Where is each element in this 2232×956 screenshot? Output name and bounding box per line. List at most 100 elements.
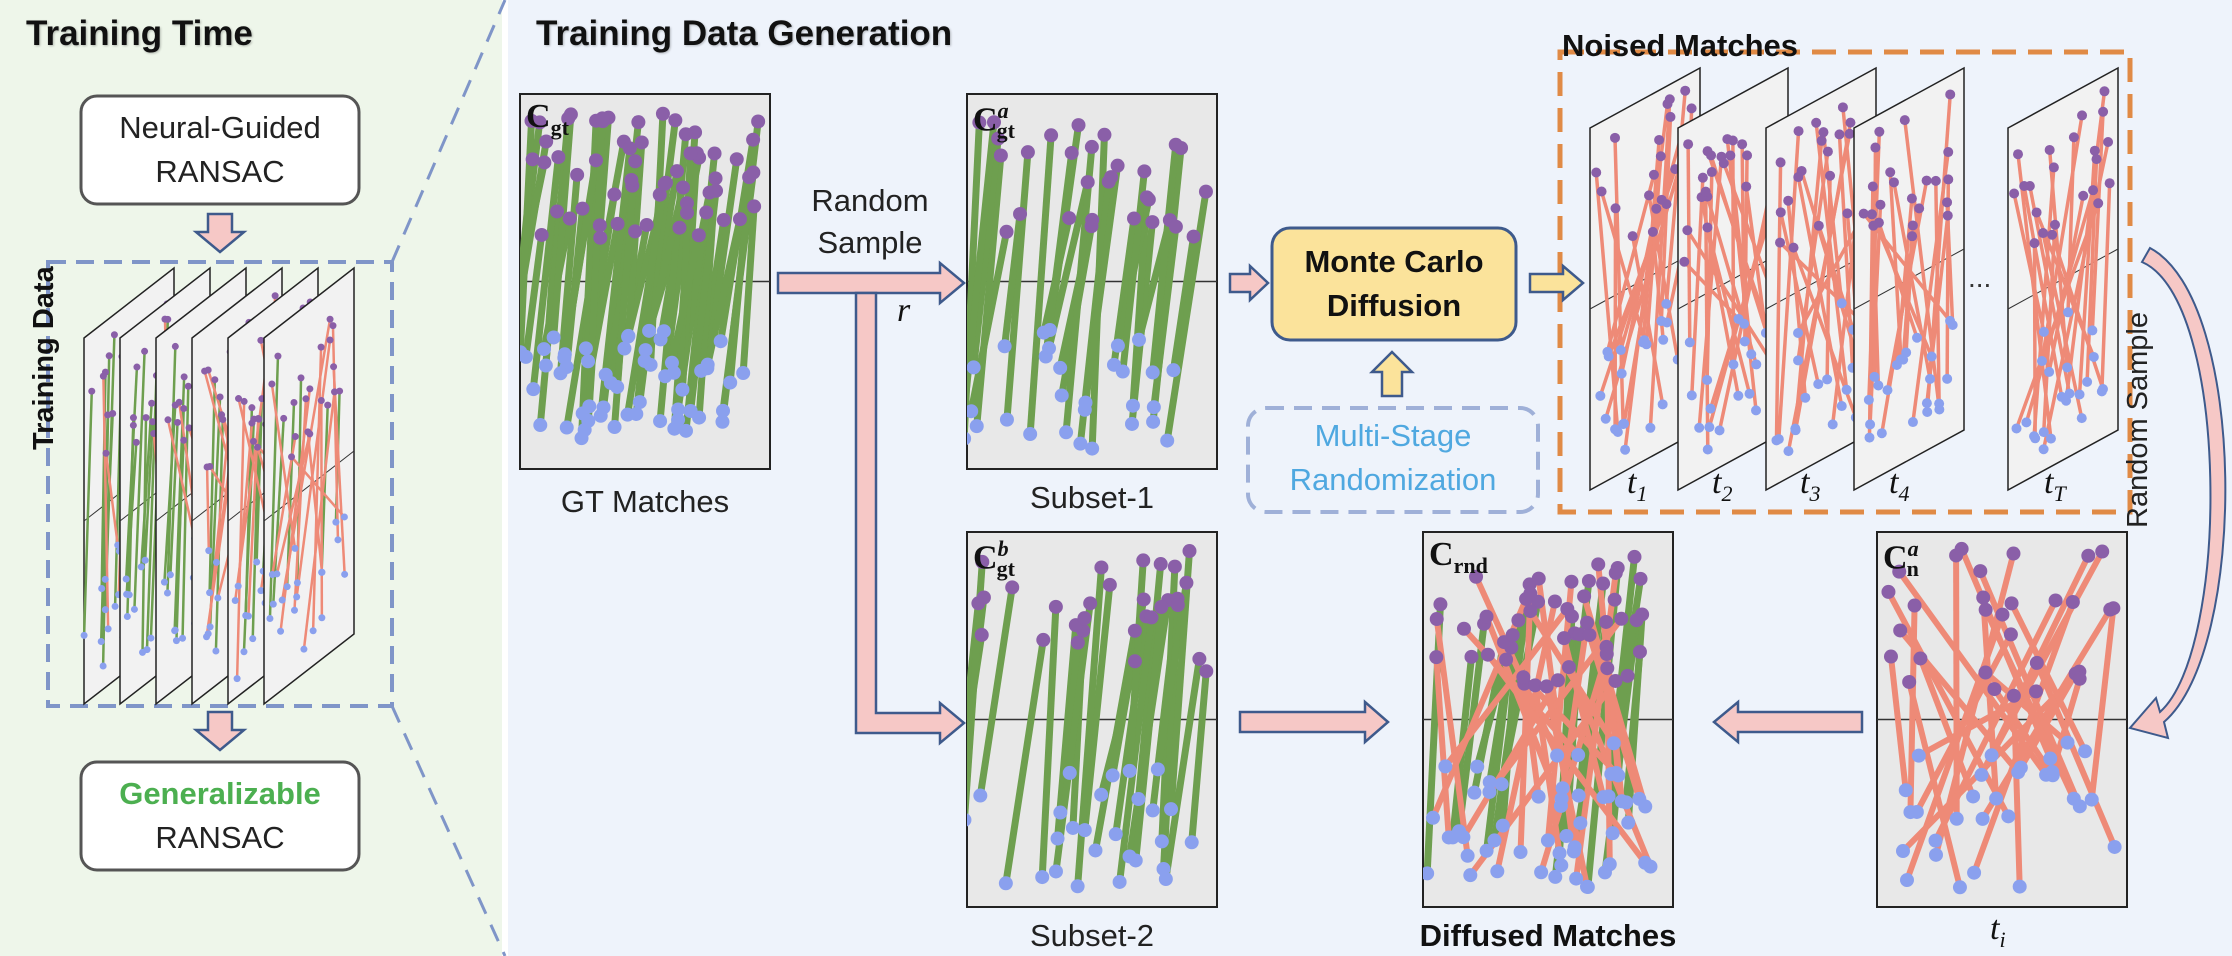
keypoint-bottom bbox=[1605, 826, 1620, 841]
match-line-green bbox=[668, 234, 703, 364]
keypoint-top bbox=[1110, 158, 1125, 173]
keypoint-bottom bbox=[967, 404, 979, 419]
keypoint-bottom bbox=[1131, 332, 1146, 347]
keypoint-bottom bbox=[998, 876, 1013, 891]
keypoint-bottom bbox=[1548, 869, 1563, 884]
match-line-green bbox=[1002, 639, 1047, 884]
keypoint-bottom bbox=[546, 330, 561, 345]
keypoint-top bbox=[1168, 137, 1183, 152]
keypoint-bottom bbox=[1124, 416, 1139, 431]
subset2-label: Subset-2 bbox=[1029, 918, 1155, 953]
keypoint-top bbox=[2029, 655, 2044, 670]
keypoint-top bbox=[1523, 586, 1538, 601]
keypoint-bottom bbox=[1164, 802, 1179, 817]
stack-sheet bbox=[1853, 66, 1965, 492]
keypoint-bottom bbox=[1554, 791, 1569, 806]
keypoint-bottom bbox=[1065, 820, 1080, 835]
keypoint-bottom bbox=[2013, 760, 2028, 775]
down-arrow-2 bbox=[192, 710, 248, 752]
keypoint-top bbox=[1580, 615, 1595, 630]
keypoint-bottom bbox=[581, 354, 596, 369]
keypoint-top bbox=[1137, 164, 1152, 179]
keypoint-bottom bbox=[1460, 848, 1475, 863]
keypoint-top bbox=[1145, 215, 1160, 230]
keypoint-top bbox=[991, 131, 1006, 146]
keypoint-bottom bbox=[1145, 365, 1160, 380]
keypoint-top bbox=[716, 213, 731, 228]
keypoint-top bbox=[1608, 565, 1623, 580]
keypoint-bottom bbox=[1426, 810, 1441, 825]
keypoint-bottom bbox=[1059, 425, 1074, 440]
keypoint-bottom bbox=[1482, 775, 1497, 790]
arrow-diffusion-to-noised bbox=[1528, 263, 1585, 303]
keypoint-top bbox=[1600, 661, 1615, 676]
keypoint-top bbox=[1182, 544, 1197, 559]
keypoint-bottom bbox=[1494, 777, 1509, 792]
keypoint-bottom bbox=[1895, 844, 1910, 859]
match-line-green bbox=[973, 155, 1005, 427]
keypoint-bottom bbox=[1105, 768, 1120, 783]
keypoint-top bbox=[652, 187, 667, 202]
keypoint-top bbox=[1883, 649, 1898, 664]
keypoint-top bbox=[1154, 600, 1169, 615]
keypoint-top bbox=[1429, 612, 1444, 627]
keypoint-bottom bbox=[1571, 788, 1586, 803]
keypoint-top bbox=[1620, 668, 1635, 683]
keypoint-bottom bbox=[671, 402, 686, 417]
keypoint-top bbox=[669, 164, 684, 179]
keypoint-top bbox=[639, 217, 654, 232]
keypoint-bottom bbox=[973, 788, 988, 803]
keypoint-top bbox=[1511, 613, 1526, 628]
keypoint-top bbox=[1893, 623, 1908, 638]
match-line-green bbox=[1169, 236, 1198, 371]
noised-matches-title: Noised Matches bbox=[1562, 28, 1799, 63]
keypoint-top bbox=[1127, 654, 1142, 669]
keypoint-top bbox=[1127, 211, 1142, 226]
match-line-red bbox=[2008, 602, 2088, 753]
arrow-subset2-to-diffused bbox=[1238, 699, 1390, 745]
match-line-green bbox=[976, 586, 1016, 797]
keypoint-bottom bbox=[997, 339, 1012, 354]
keypoint-top bbox=[1632, 644, 1647, 659]
keypoint-top bbox=[1094, 560, 1109, 575]
keypoint-bottom bbox=[716, 403, 731, 418]
keypoint-top bbox=[1084, 139, 1099, 154]
stack-sheet bbox=[263, 266, 355, 706]
keypoint-top bbox=[1170, 598, 1185, 613]
keypoint-bottom bbox=[1638, 799, 1653, 814]
match-line-red bbox=[2018, 672, 2079, 770]
keypoint-top bbox=[1020, 145, 1035, 160]
keypoint-bottom bbox=[598, 367, 613, 382]
keypoint-bottom bbox=[1952, 880, 1967, 895]
cn-symbol: Can bbox=[1883, 536, 1919, 582]
keypoint-bottom bbox=[1054, 388, 1069, 403]
keypoint-bottom bbox=[1540, 833, 1555, 848]
keypoint-top bbox=[1168, 219, 1183, 234]
keypoint-top bbox=[537, 155, 552, 170]
keypoint-bottom bbox=[1131, 792, 1146, 807]
keypoint-top bbox=[1153, 557, 1168, 572]
keypoint-top bbox=[1167, 559, 1182, 574]
keypoint-top bbox=[1429, 650, 1444, 665]
keypoint-bottom bbox=[1571, 748, 1586, 763]
keypoint-bottom bbox=[2107, 839, 2122, 854]
keypoint-top bbox=[631, 115, 646, 130]
keypoint-top bbox=[1064, 145, 1079, 160]
keypoint-top bbox=[1531, 571, 1546, 586]
keypoint-bottom bbox=[1128, 853, 1143, 868]
keypoint-bottom bbox=[621, 328, 636, 343]
keypoint-bottom bbox=[1559, 829, 1574, 844]
keypoint-bottom bbox=[664, 355, 679, 370]
keypoint-bottom bbox=[593, 408, 608, 423]
match-line-green bbox=[1052, 602, 1094, 872]
keypoint-bottom bbox=[999, 412, 1014, 427]
keypoint-top bbox=[1141, 192, 1156, 207]
keypoint-bottom bbox=[1495, 818, 1510, 833]
keypoint-bottom bbox=[642, 323, 657, 338]
keypoint-top bbox=[1136, 592, 1151, 607]
keypoint-bottom bbox=[533, 418, 548, 433]
keypoint-top bbox=[2006, 688, 2021, 703]
t1-label: t1 bbox=[1627, 464, 1648, 506]
keypoint-top bbox=[971, 596, 986, 611]
keypoint-bottom bbox=[559, 420, 574, 435]
